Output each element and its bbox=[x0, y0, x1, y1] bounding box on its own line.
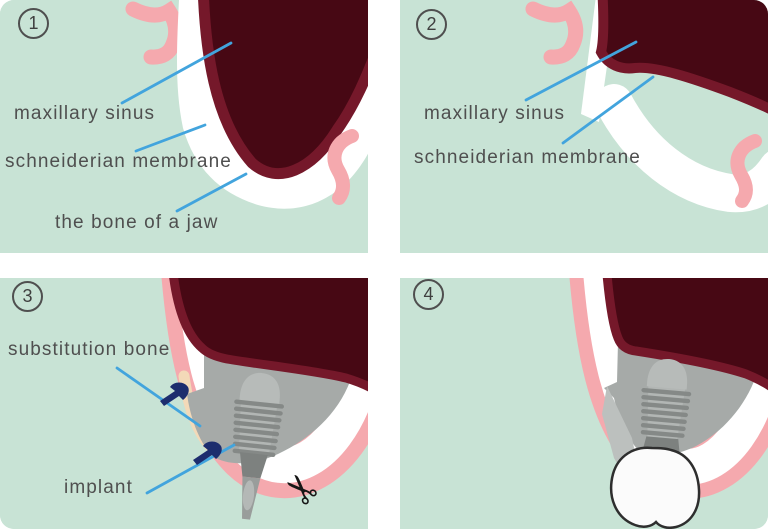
implant-cap bbox=[646, 359, 688, 390]
implant-shape bbox=[232, 372, 284, 520]
leader-line-schneiderian-membrane bbox=[561, 75, 655, 145]
gum-tissue-curl bbox=[730, 134, 762, 208]
leader-line-maxillary-sinus bbox=[120, 41, 233, 105]
panel-4-art bbox=[400, 278, 768, 529]
maxillary-sinus-lifted-membrane bbox=[595, 0, 768, 114]
jaw-bone-shape bbox=[595, 84, 768, 213]
panel-3-graft-implant: ✂ 3 substitution bone implant bbox=[0, 278, 368, 529]
implant-tip-highlight bbox=[242, 480, 255, 511]
implant-abutment bbox=[239, 452, 268, 479]
leader-line-substitution-bone bbox=[115, 366, 202, 428]
step-number-badge: 2 bbox=[416, 9, 447, 40]
leader-line-maxillary-sinus bbox=[524, 40, 638, 102]
leader-line-bone-of-jaw bbox=[175, 172, 248, 213]
tooth-crown-shape bbox=[609, 446, 701, 529]
step-number-badge: 4 bbox=[413, 279, 444, 310]
label-bone-of-jaw: the bone of a jaw bbox=[55, 212, 219, 233]
maxillary-sinus-shape bbox=[602, 278, 768, 391]
gum-tissue-curl bbox=[525, 0, 584, 65]
label-maxillary-sinus: maxillary sinus bbox=[424, 103, 566, 124]
label-schneiderian-membrane: schneiderian membrane bbox=[414, 147, 641, 168]
gum-tissue-curl bbox=[125, 0, 184, 65]
implant-cap bbox=[239, 372, 280, 405]
gum-tissue-curl bbox=[327, 129, 359, 205]
panel-4-final-crown: 4 bbox=[400, 278, 768, 529]
label-implant: implant bbox=[64, 477, 133, 498]
label-maxillary-sinus: maxillary sinus bbox=[14, 103, 156, 124]
maxillary-sinus-shape bbox=[169, 278, 368, 392]
step-number-badge: 3 bbox=[12, 281, 43, 312]
fixation-pin bbox=[193, 441, 222, 465]
panel-1-art bbox=[0, 0, 368, 253]
panel-2-membrane-lift: 2 maxillary sinus schneiderian membrane bbox=[400, 0, 768, 253]
maxillary-sinus-shape bbox=[198, 0, 368, 179]
implant-threads bbox=[640, 387, 692, 438]
fixation-pin bbox=[160, 382, 189, 406]
label-substitution-bone: substitution bone bbox=[8, 339, 171, 360]
leader-line-schneiderian-membrane bbox=[134, 123, 207, 153]
step-number-badge: 1 bbox=[18, 8, 49, 39]
panel-2-art bbox=[400, 0, 768, 253]
panel-3-art: ✂ bbox=[0, 278, 368, 529]
panel-1-anatomy: 1 maxillary sinus schneiderian membrane … bbox=[0, 0, 368, 253]
label-schneiderian-membrane: schneiderian membrane bbox=[5, 151, 232, 172]
